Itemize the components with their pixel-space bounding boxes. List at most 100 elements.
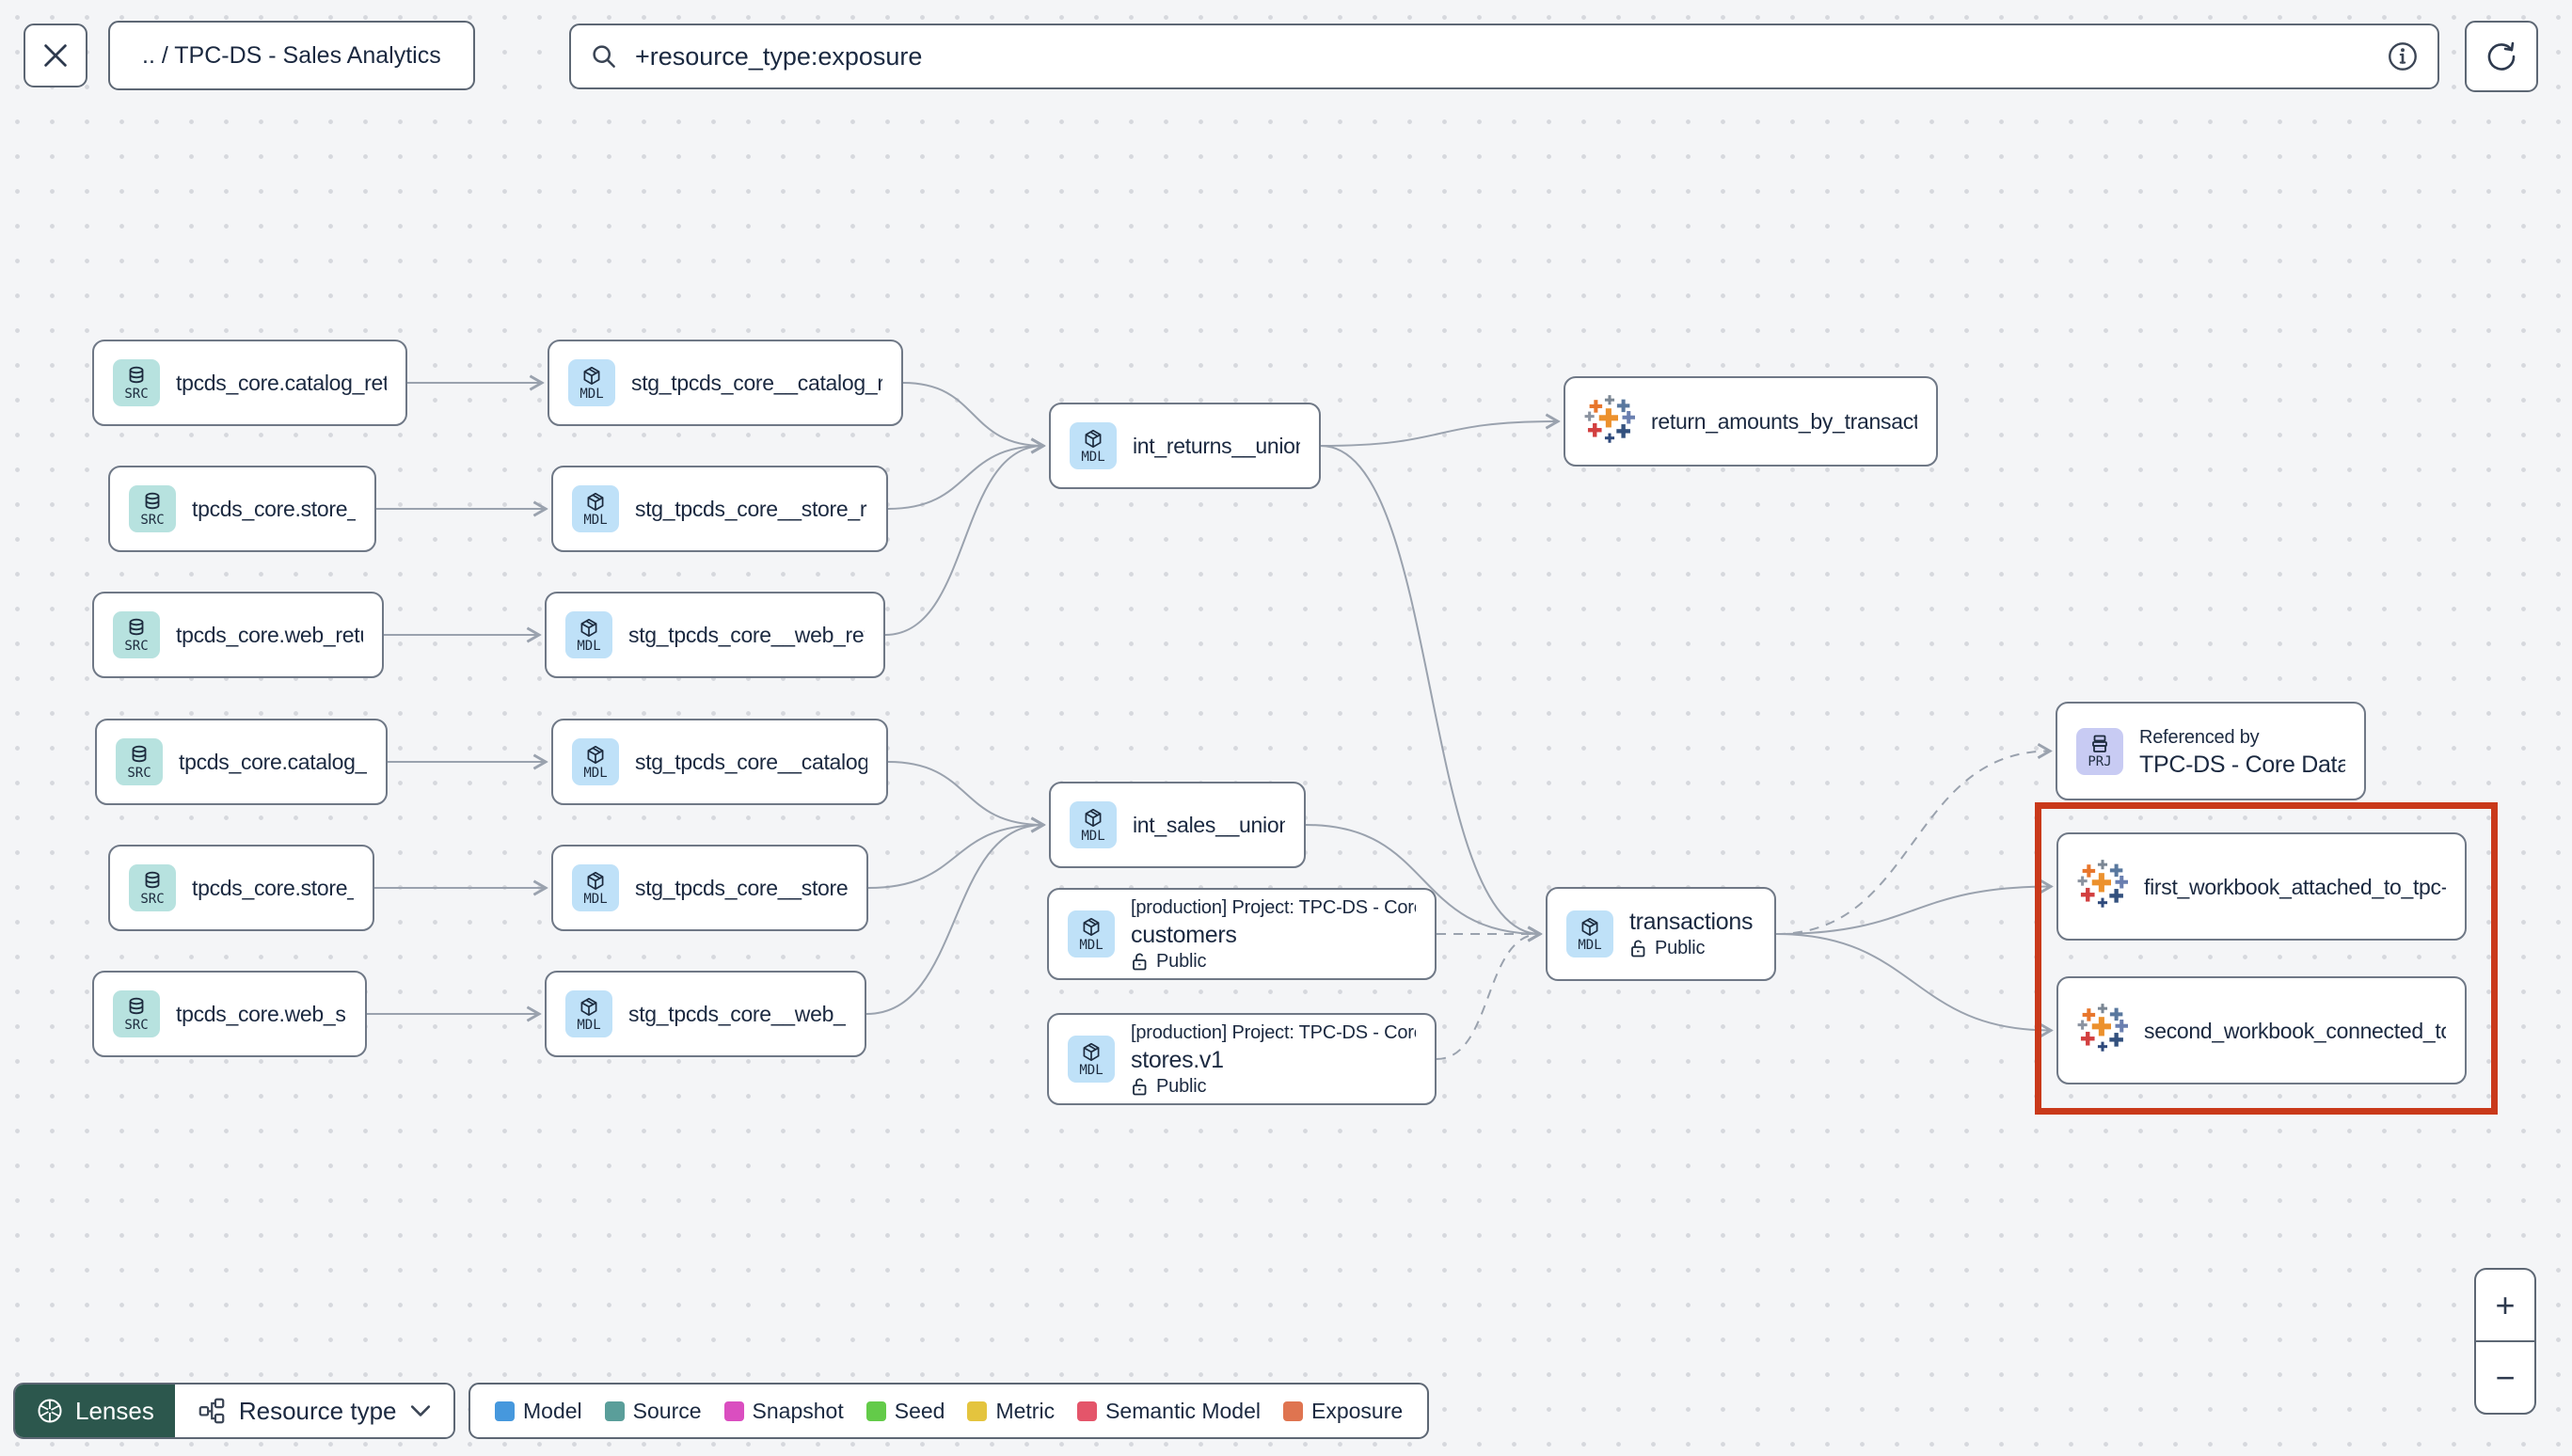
- node-src_store_sales[interactable]: SRC tpcds_core.store_sales: [108, 845, 374, 931]
- close-button[interactable]: [24, 24, 87, 87]
- node-label: tpcds_core.store_returns: [192, 497, 356, 521]
- node-label: tpcds_core.web_returns: [176, 623, 363, 647]
- node-stores_v1[interactable]: MDL[production] Project: TPC-DS - Core D…: [1047, 1013, 1437, 1105]
- database-icon: [129, 997, 144, 1014]
- node-return_amounts[interactable]: return_amounts_by_transaction_type: [1564, 376, 1938, 467]
- node-label: stg_tpcds_core__catalog_returns: [631, 371, 882, 395]
- zoom-out-button[interactable]: −: [2476, 1340, 2534, 1413]
- node-project-line: [production] Project: TPC-DS - Core Data…: [1131, 1022, 1416, 1043]
- model-badge: MDL: [1068, 910, 1115, 957]
- legend-color-chip: [1283, 1401, 1303, 1421]
- chevron-down-icon: [410, 1405, 430, 1416]
- zoom-controls: + −: [2474, 1268, 2536, 1415]
- model-cube-icon: [1085, 429, 1102, 448]
- node-label: int_returns__unioned: [1133, 434, 1300, 458]
- model-cube-icon: [580, 618, 597, 637]
- edge-transactions-to-workbook_2: [1775, 933, 2051, 1031]
- legend-color-chip: [604, 1401, 625, 1421]
- model-badge: MDL: [565, 990, 612, 1037]
- legend-item-snapshot: Snapshot: [723, 1398, 844, 1424]
- node-label: second_workbook_connected_to_live…: [2144, 1018, 2446, 1043]
- edge-int_sales_unioned-to-transactions: [1305, 824, 1540, 934]
- node-stg_catalog_sales[interactable]: MDL stg_tpcds_core__catalog_sales: [551, 719, 888, 805]
- node-label: stg_tpcds_core__web_returns: [628, 623, 865, 647]
- model-cube-icon: [580, 997, 597, 1016]
- legend-color-chip: [495, 1401, 515, 1421]
- tableau-icon: [1584, 394, 1635, 443]
- node-customers[interactable]: MDL [production] Project: TPC-DS - Core D…: [1047, 888, 1437, 980]
- model-badge: MDL: [568, 359, 615, 406]
- model-cube-icon: [1083, 917, 1100, 936]
- zoom-in-button[interactable]: +: [2495, 1285, 2516, 1324]
- model-badge: MDL: [572, 738, 619, 785]
- info-icon[interactable]: [2387, 40, 2419, 72]
- model-badge: MDL: [565, 611, 612, 658]
- node-label: tpcds_core.catalog_sales: [179, 750, 367, 774]
- edge-stg_catalog_returns-to-int_returns_unioned: [902, 382, 1043, 446]
- search-input[interactable]: [633, 40, 2387, 72]
- aperture-icon: [38, 1399, 62, 1423]
- tableau-icon: [2077, 1004, 2128, 1052]
- source-badge: SRC: [113, 990, 160, 1037]
- legend-item-model: Model: [495, 1399, 582, 1424]
- model-cube-icon: [587, 492, 604, 511]
- node-workbook_1[interactable]: first_workbook_attached_to_tpc-ds_-_…: [2056, 832, 2467, 941]
- lenses-control: Lenses Resource type: [13, 1383, 455, 1439]
- node-stg_catalog_returns[interactable]: MDL stg_tpcds_core__catalog_returns: [548, 340, 903, 426]
- node-label: stg_tpcds_core__store_returns: [635, 497, 867, 521]
- node-label: stg_tpcds_core__catalog_sales: [635, 750, 867, 774]
- node-visibility: Public: [1131, 1074, 1416, 1099]
- database-icon: [129, 618, 144, 635]
- resource-type-dropdown[interactable]: Resource type: [174, 1385, 453, 1437]
- model-badge: MDL: [1566, 910, 1613, 957]
- legend-item-source: Source: [604, 1399, 702, 1424]
- source-badge: SRC: [129, 864, 176, 911]
- database-icon: [129, 366, 144, 383]
- model-cube-icon: [1581, 917, 1598, 936]
- legend-item-seed: Seed: [865, 1398, 945, 1424]
- model-cube-icon: [587, 871, 604, 890]
- legend-label: Model: [523, 1398, 582, 1423]
- node-label: tpcds_core.store_sales: [192, 876, 354, 900]
- node-stg_web_returns[interactable]: MDL stg_tpcds_core__web_returns: [545, 592, 885, 678]
- node-visibility: Public: [1629, 936, 1753, 960]
- breadcrumb-label: .. / TPC-DS - Sales Analytics: [142, 41, 441, 69]
- refresh-button[interactable]: [2465, 21, 2538, 92]
- tableau-icon: [2077, 860, 2128, 908]
- node-project-line: [production] Project: TPC-DS - Core Data…: [1131, 897, 1416, 918]
- node-src_web_returns[interactable]: SRC tpcds_core.web_returns: [92, 592, 384, 678]
- node-label: stg_tpcds_core__store_sales: [635, 876, 848, 900]
- edge-stg_web_returns-to-int_returns_unioned: [884, 446, 1043, 636]
- close-icon: [44, 44, 67, 67]
- public-lock-icon: [1133, 1078, 1147, 1095]
- node-label: return_amounts_by_transaction_type: [1651, 409, 1917, 434]
- edge-stg_store_returns-to-int_returns_unioned: [887, 446, 1043, 510]
- lenses-button[interactable]: Lenses: [15, 1385, 175, 1437]
- project-badge: PRJ: [2076, 727, 2123, 775]
- node-workbook_2[interactable]: second_workbook_connected_to_live…: [2056, 976, 2467, 1084]
- node-label: transactions: [1629, 909, 1754, 935]
- legend-label: Seed: [894, 1398, 945, 1423]
- node-heading: Referenced by: [2139, 726, 2260, 748]
- legend-label: Snapshot: [752, 1398, 844, 1423]
- legend-label: Exposure: [1311, 1398, 1404, 1423]
- breadcrumb[interactable]: .. / TPC-DS - Sales Analytics: [108, 21, 475, 90]
- node-stg_web_sales[interactable]: MDL stg_tpcds_core__web_sales: [545, 971, 866, 1057]
- source-badge: SRC: [113, 611, 160, 658]
- legend-color-chip: [723, 1401, 744, 1421]
- search-icon: [593, 45, 615, 68]
- edge-transactions-to-workbook_1: [1775, 887, 2051, 935]
- model-cube-icon: [587, 745, 604, 764]
- node-label: stg_tpcds_core__web_sales: [628, 1002, 846, 1026]
